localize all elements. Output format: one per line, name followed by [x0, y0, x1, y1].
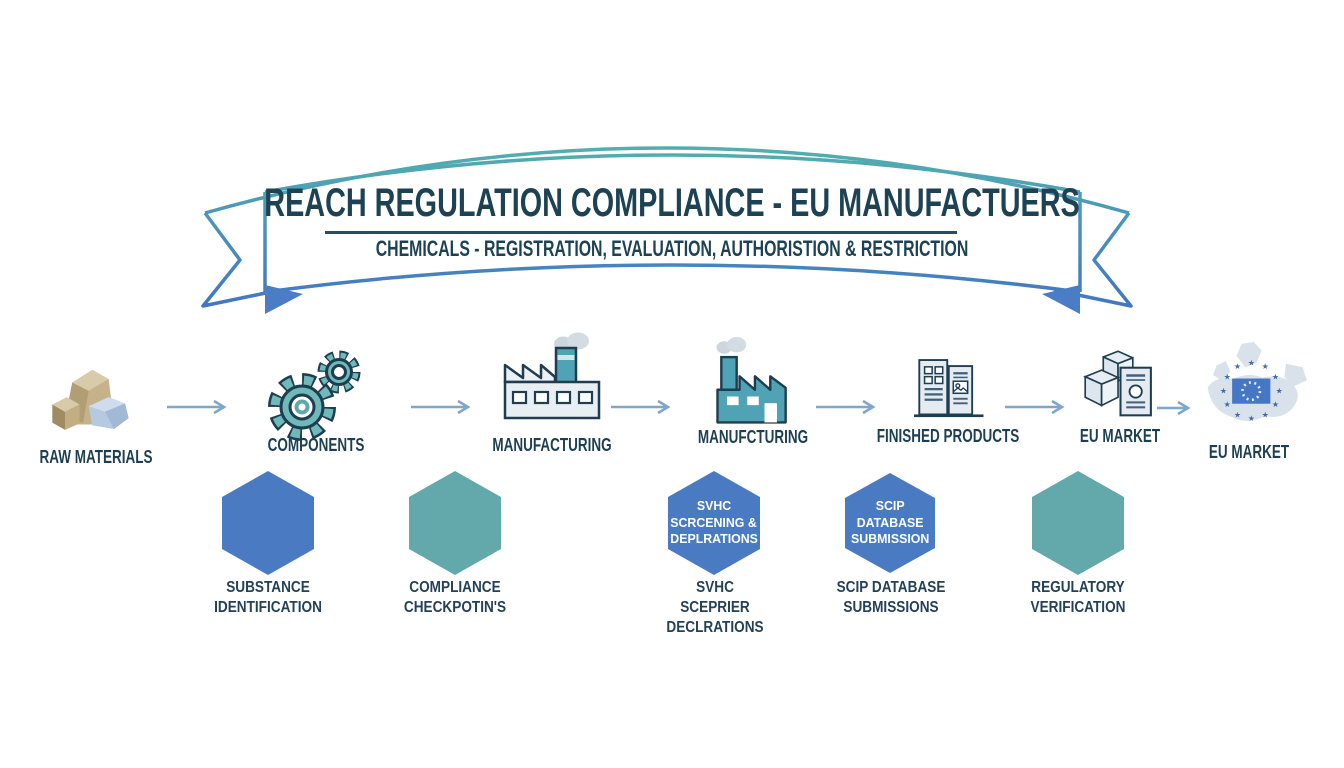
page-subtitle: CHEMICALS - REGISTRATION, EVALUATION, AU…: [375, 236, 969, 261]
flow-step-label-eu-market-map: EU MARKET: [1208, 442, 1290, 462]
hexagon-label-svhc-declarations: SVHC SCEPRIER DECLRATIONS: [666, 579, 764, 637]
flow-step-label-raw-materials: RAW MATERIALS: [39, 447, 153, 467]
svg-text:★: ★: [1248, 358, 1255, 367]
right-arrow-icon: [166, 399, 234, 420]
right-arrow-icon: [1004, 399, 1072, 420]
svg-text:★: ★: [1234, 410, 1241, 419]
gears-icon: [266, 345, 366, 445]
hexagon-svhc-screening: SVHC SCRCENING & DEPLRATIONS: [668, 471, 760, 575]
factory-light-icon: [497, 332, 607, 432]
right-arrow-icon: [610, 399, 678, 420]
hexagon-label-regulatory-verification: REGULATORY VERIFICATION: [1030, 579, 1126, 617]
hexagon-substance-identification: [222, 471, 314, 575]
svg-text:★: ★: [1276, 386, 1283, 395]
title-divider: [325, 231, 957, 234]
svg-text:★: ★: [1234, 362, 1241, 371]
right-arrow-icon: [1156, 400, 1196, 421]
hexagon-inner-text-svhc: SVHC SCRCENING & DEPLRATIONS: [670, 497, 758, 547]
europe-map-eu-flag-icon: ★★★ ★★★ ★★★ ★★★: [1188, 342, 1318, 442]
svg-text:★: ★: [1272, 400, 1279, 409]
hexagon-label-compliance-checkpoints: COMPLIANCE CHECKPOTIN'S: [403, 579, 507, 617]
svg-text:★: ★: [1220, 386, 1227, 395]
factory-teal-icon: [703, 336, 803, 432]
flow-step-label-manufacturing-1: MANUFACTURING: [492, 435, 612, 455]
svg-text:★: ★: [1262, 410, 1269, 419]
flow-step-label-eu-market: EU MARKET: [1079, 426, 1161, 446]
svg-text:★: ★: [1272, 372, 1279, 381]
shipping-boxes-certificate-icon: [1073, 348, 1168, 426]
product-packages-icon: [896, 354, 1000, 422]
hexagon-label-scip-submissions: SCIP DATABASE SUBMISSIONS: [836, 579, 946, 617]
hexagon-compliance-checkpoints: [409, 471, 501, 575]
hexagon-label-substance-identification: SUBSTANCE IDENTIFICATION: [214, 579, 322, 617]
right-arrow-icon: [410, 399, 478, 420]
flow-step-label-finished-products: FINISHED PRODUCTS: [876, 426, 1020, 446]
right-arrow-icon: [815, 399, 883, 420]
flow-step-label-manufacturing-2: MANUFCTURING: [697, 427, 809, 447]
hexagon-inner-text-scip: SCIP DATABASE SUBMISSION: [850, 497, 930, 547]
hexagon-regulatory-verification: [1032, 471, 1124, 575]
raw-materials-rocks-icon: [45, 360, 145, 448]
hexagon-scip-database: SCIP DATABASE SUBMISSION: [845, 473, 935, 573]
svg-text:★: ★: [1248, 414, 1255, 423]
svg-text:★: ★: [1262, 362, 1269, 371]
flow-step-label-components: COMPONENTS: [267, 435, 365, 455]
page-title: REACH REGULATION COMPLIANCE - EU MANUFAC…: [264, 181, 1080, 225]
title-ribbon: [201, 146, 1133, 314]
svg-text:★: ★: [1224, 372, 1231, 381]
svg-text:★: ★: [1224, 400, 1231, 409]
